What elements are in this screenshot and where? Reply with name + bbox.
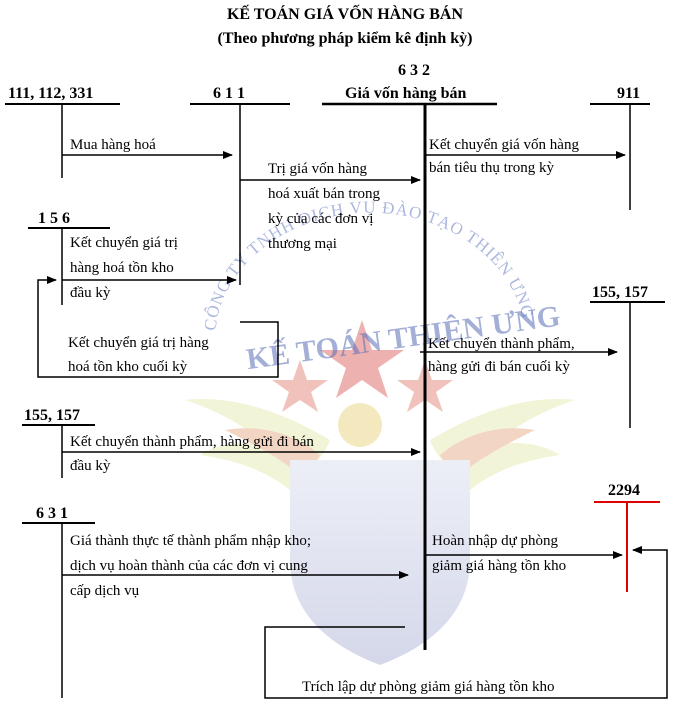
entry-kc-tp-cuoi-ky-line-2: hàng gửi đi bán cuối kỳ: [428, 359, 570, 375]
entry-hoan-nhap-line-1: Hoàn nhập dự phòng: [432, 533, 559, 549]
account-632-number: 6 3 2: [398, 62, 430, 79]
entry-kc-dau-ky-line-3: đầu kỳ: [70, 285, 111, 301]
entry-kc-gia-von-line-2: bán tiêu thụ trong kỳ: [429, 160, 554, 176]
account-155-157-left: 155, 157: [24, 407, 80, 424]
entry-kc-dau-ky-line-1: Kết chuyển giá trị: [70, 235, 178, 251]
page-title: KẾ TOÁN GIÁ VỐN HÀNG BÁN: [226, 6, 464, 23]
entry-gia-thanh-line-2: dịch vụ hoàn thành của các đơn vị cung: [70, 558, 308, 574]
account-632-name: Giá vốn hàng bán: [345, 85, 467, 102]
entry-kc-gia-von-line-1: Kết chuyển giá vốn hàng: [429, 137, 579, 153]
entry-gia-thanh-line-1: Giá thành thực tế thành phẩm nhập kho;: [70, 533, 311, 549]
star-icon: [320, 320, 404, 398]
account-2294: 2294: [608, 482, 640, 499]
account-911: 911: [617, 85, 641, 102]
entry-hoan-nhap-line-2: giảm giá hàng tồn kho: [432, 558, 567, 574]
star-icon: [272, 360, 328, 412]
entry-kc-tp-cuoi-ky-line-1: Kết chuyển thành phẩm,: [428, 336, 575, 352]
account-111: 111, 112, 331: [8, 85, 94, 102]
entry-kc-dau-ky-line-2: hàng hoá tồn kho: [70, 260, 174, 276]
entry-tri-gia-line-2: hoá xuất bán trong: [268, 186, 381, 202]
page-subtitle: (Theo phương pháp kiểm kê định kỳ): [217, 30, 473, 47]
entry-gia-thanh-line-3: cấp dịch vụ: [70, 583, 140, 599]
entry-kc-tp-dau-ky-line-2: đầu kỳ: [70, 458, 111, 474]
account-156: 1 5 6: [38, 210, 70, 227]
entry-kc-cuoi-ky-line-1: Kết chuyển giá trị hàng: [68, 335, 209, 351]
account-631: 6 3 1: [36, 505, 68, 522]
entry-trich-lap: Trích lập dự phòng giảm giá hàng tồn kho: [302, 679, 555, 695]
entry-kc-cuoi-ky-line-2: hoá tồn kho cuối kỳ: [68, 359, 188, 375]
entry-mua-hang: Mua hàng hoá: [70, 137, 156, 153]
account-611: 6 1 1: [213, 85, 245, 102]
account-155-157-right: 155, 157: [592, 284, 648, 301]
entry-tri-gia-line-1: Trị giá vốn hàng: [268, 161, 368, 177]
entry-kc-tp-dau-ky-line-1: Kết chuyển thành phẩm, hàng gửi đi bán: [70, 434, 314, 450]
entry-tri-gia-line-4: thương mại: [268, 236, 337, 252]
entry-tri-gia-line-3: kỳ của các đơn vị: [268, 211, 374, 227]
eagle-icon: [338, 403, 382, 447]
